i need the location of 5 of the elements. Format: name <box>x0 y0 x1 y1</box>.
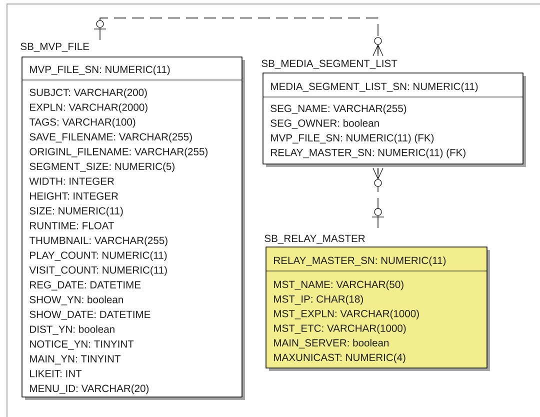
entity-name: SB_MVP_FILE <box>20 42 90 52</box>
entity-name: SB_MEDIA_SEGMENT_LIST <box>262 60 398 70</box>
entity-name: SB_RELAY_MASTER <box>264 234 365 244</box>
relationship-line <box>372 168 384 228</box>
relationship-line <box>94 18 384 56</box>
